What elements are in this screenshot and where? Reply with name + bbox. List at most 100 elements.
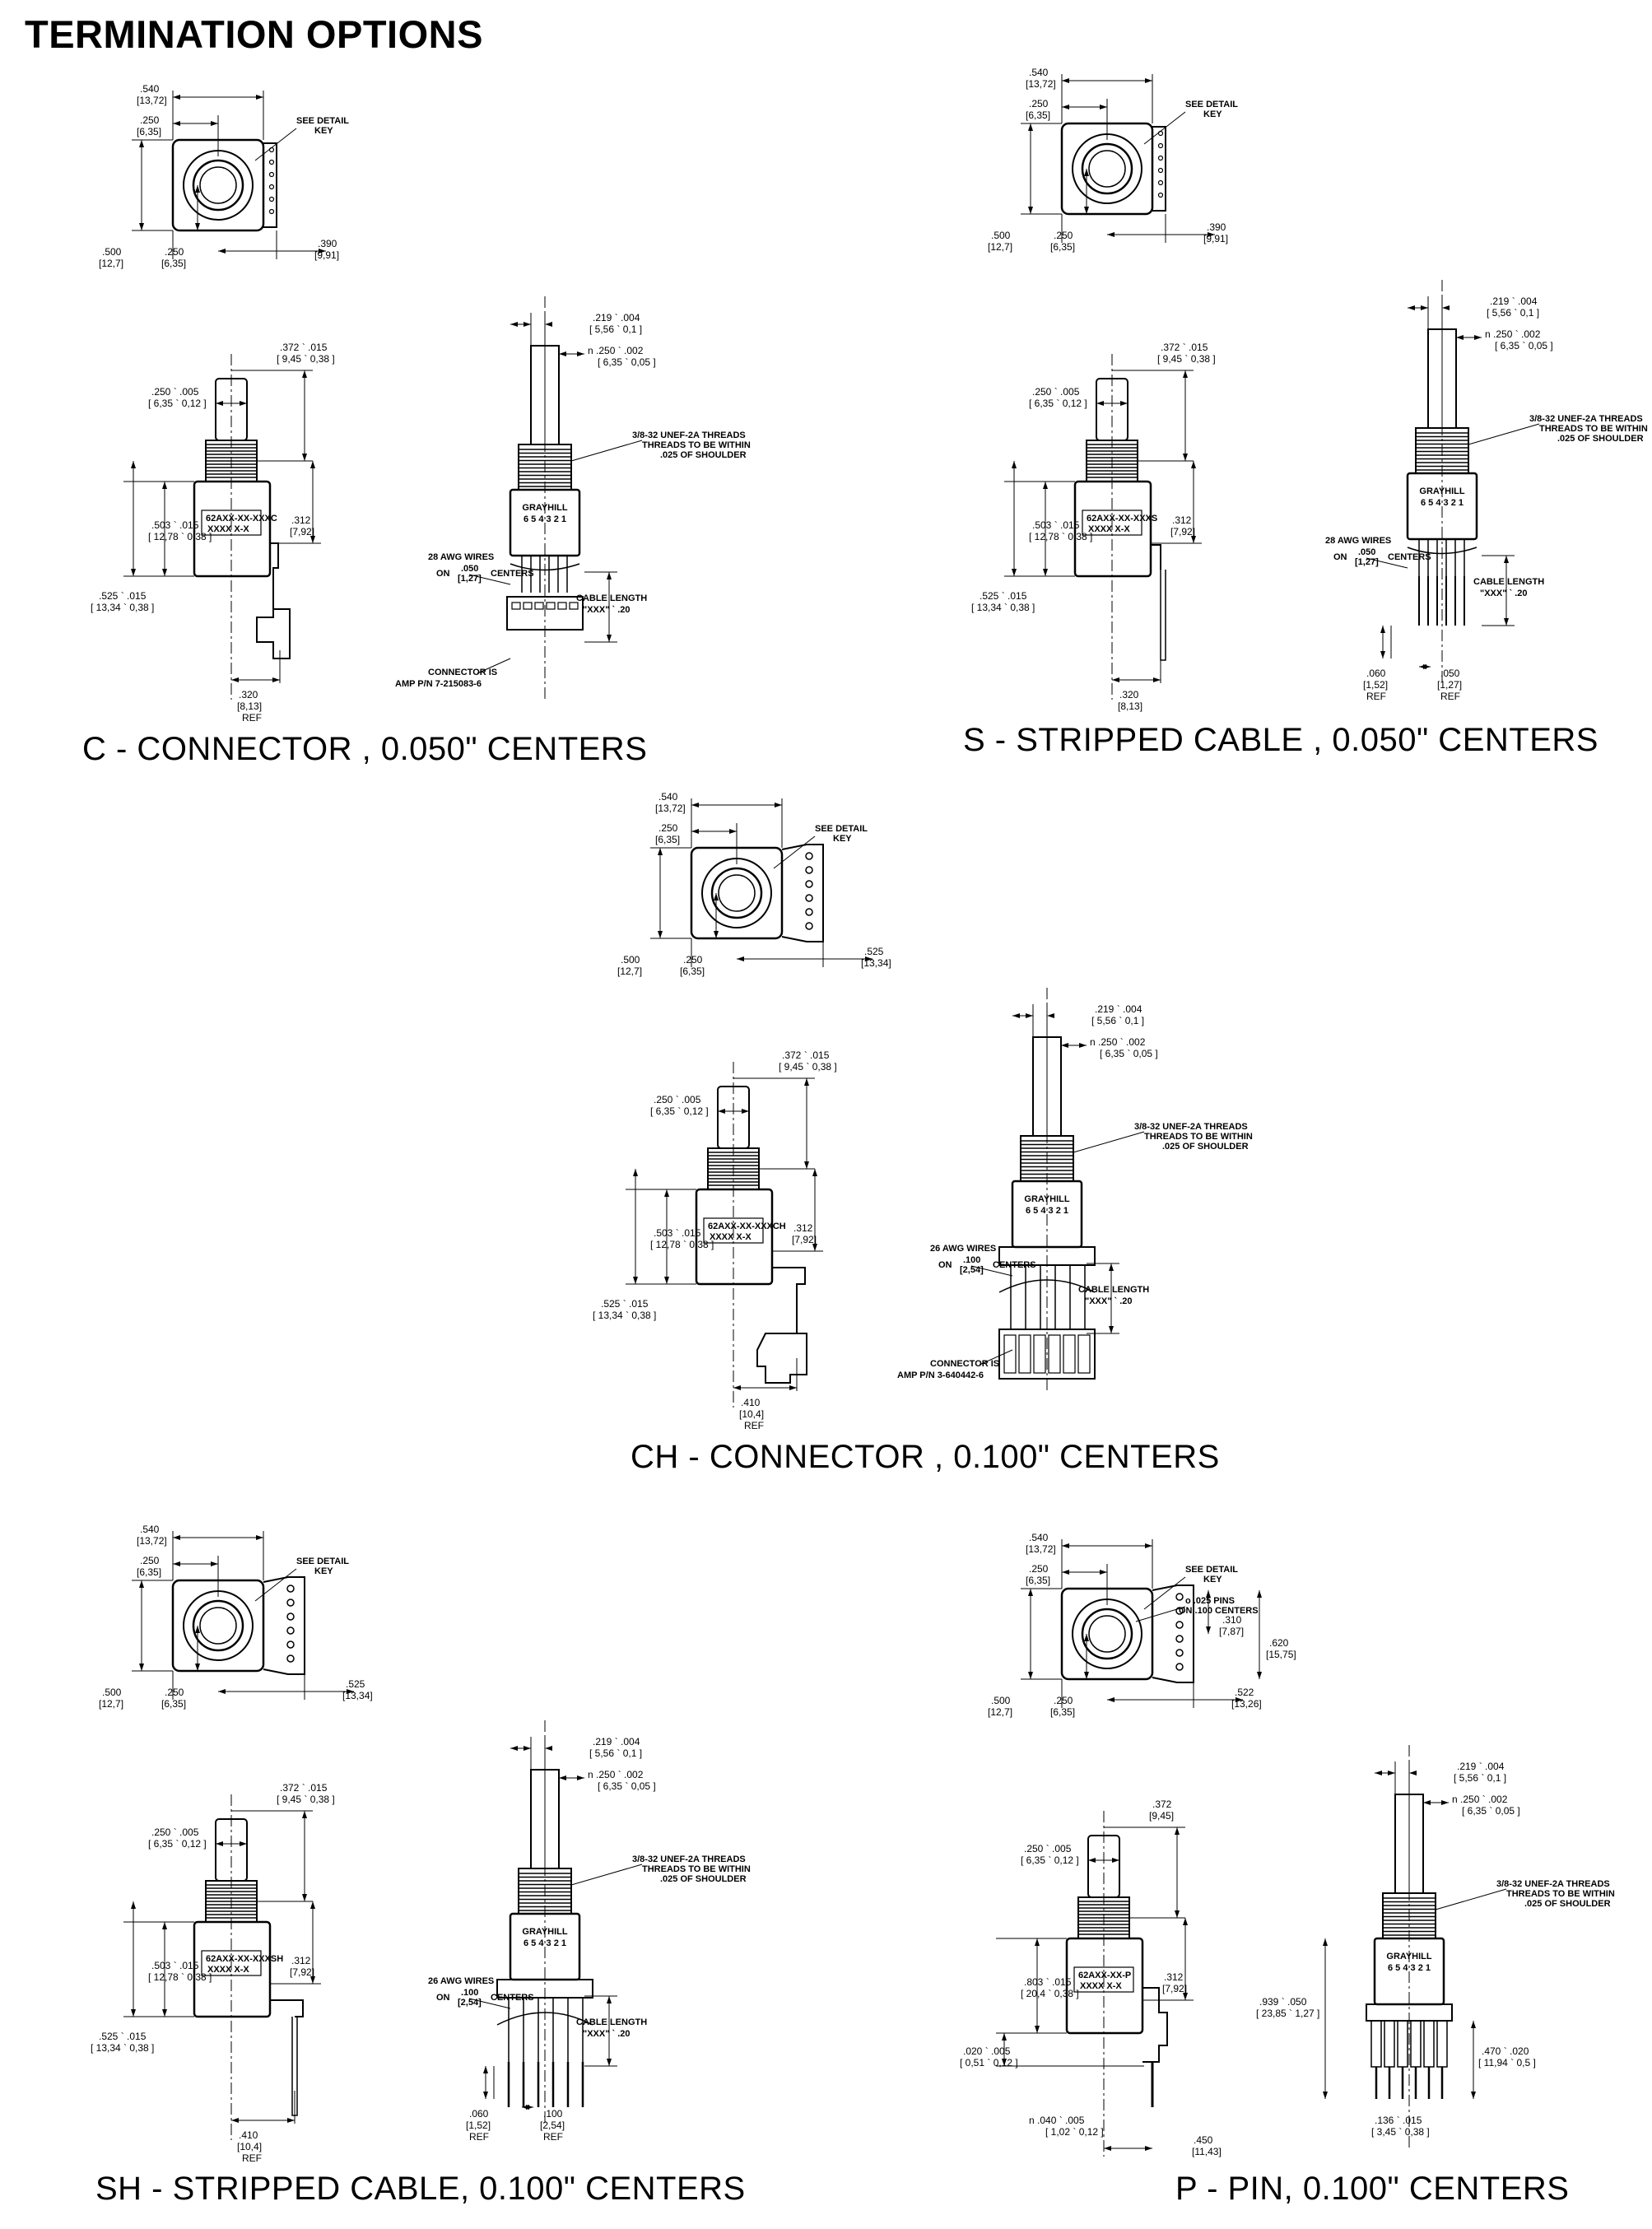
width-mm: [13,72] — [1026, 78, 1056, 90]
arrowhead — [195, 185, 200, 193]
arrowhead — [1084, 1672, 1089, 1679]
leader-line — [1435, 1888, 1507, 1910]
shaft-length-value: .372 ` .015 — [782, 1049, 830, 1061]
arrowhead — [1145, 78, 1152, 83]
strip-ref: REF — [469, 2131, 489, 2143]
pin-spacing-mm: [ 3,45 ` 0,38 ] — [1371, 2126, 1430, 2138]
pin-circle — [1175, 1621, 1184, 1629]
date-code-label: XXXX X-X — [710, 1232, 752, 1242]
height-mm: [12,7] — [99, 1698, 123, 1710]
shaft-circle — [192, 159, 244, 212]
arrowhead — [1028, 1672, 1033, 1679]
wires-note: 26 AWG WIRES — [930, 1244, 996, 1254]
arrowhead — [173, 121, 180, 126]
arrowhead — [1408, 305, 1415, 310]
connector-housing — [263, 142, 277, 228]
height-mm: [12,7] — [617, 966, 642, 977]
contact — [511, 602, 521, 610]
arrowhead — [545, 1746, 552, 1751]
arrowhead — [211, 1561, 218, 1566]
arrowhead — [302, 1894, 307, 1901]
cable-length-value: "XXX" ` .20 — [1085, 1296, 1133, 1306]
arrowhead — [272, 677, 280, 682]
terminal-offset-value: .410 — [741, 1397, 761, 1408]
wires-note: 26 AWG WIRES — [428, 1976, 494, 1986]
arrowhead — [729, 829, 737, 834]
contact — [1063, 1334, 1076, 1374]
arrowhead — [733, 1385, 741, 1390]
flat-mm: [ 5,56 ` 0,1 ] — [589, 1747, 642, 1759]
arrowhead — [633, 1169, 638, 1176]
thread-note: THREADS TO BE WITHIN — [642, 440, 751, 450]
on-note: ON — [436, 1993, 450, 2003]
date-code-label: XXXX X-X — [1080, 1981, 1122, 1991]
pin-height-value: .939 ` .050 — [1259, 1996, 1307, 2008]
thread-note: THREADS TO BE WITHIN — [1539, 424, 1648, 434]
arrowhead — [1441, 1800, 1449, 1805]
body-outline — [193, 1920, 272, 2018]
pin-numbers: 6 5 4 3 2 1 — [524, 514, 566, 524]
arrowhead — [310, 1976, 315, 1984]
pin-circle — [268, 171, 275, 178]
arrowhead — [510, 322, 518, 327]
arrowhead — [737, 956, 744, 961]
pin-height-mm: [ 23,85 ` 1,27 ] — [1256, 2008, 1319, 2019]
standoff-mm: [ 0,51 ` 0,12 ] — [960, 2057, 1018, 2068]
arrowhead — [1191, 461, 1196, 468]
arrowhead — [1047, 1013, 1054, 1018]
arrowhead — [1423, 664, 1431, 669]
pin-circle — [805, 908, 813, 916]
arrowhead — [1028, 207, 1033, 214]
overall-height-mm: [ 13,34 ` 0,38 ] — [593, 1310, 656, 1321]
terminal-offset-mm: [8,13] — [1118, 700, 1142, 712]
pin-circle — [1157, 155, 1164, 161]
arrowhead — [1175, 1910, 1180, 1918]
width-value: .540 — [1029, 67, 1049, 78]
strip-value: .060 — [469, 2108, 489, 2120]
centers-mm: [2,54] — [960, 1265, 984, 1275]
pin-offset-mm: [11,43] — [1192, 2146, 1222, 2157]
on-note: ON — [1333, 552, 1347, 562]
width-mm: [13,72] — [137, 95, 167, 106]
arrowhead — [714, 931, 719, 938]
body-height-mm: [ 12,78 ` 0,38 ] — [148, 1971, 212, 1983]
strip-mm: [1,52] — [466, 2120, 491, 2131]
arrowhead — [162, 2009, 167, 2017]
right-value: .525 — [346, 1678, 365, 1690]
arrowhead — [658, 931, 663, 938]
bushing-height-mm: [7,92] — [792, 1234, 817, 1245]
arrowhead — [1109, 1326, 1114, 1333]
pin-circle — [286, 1626, 295, 1635]
right-value: .522 — [1235, 1687, 1254, 1698]
shaft-dia-value: n .250 ` .002 — [588, 1769, 644, 1780]
arrowhead — [256, 95, 263, 100]
pin-circle — [268, 159, 275, 165]
arrowhead — [1375, 1771, 1382, 1775]
arrowhead — [173, 1535, 180, 1540]
shaft-length-mm: [ 9,45 ` 0,38 ] — [779, 1061, 837, 1073]
pin-circle — [805, 866, 813, 874]
right-value: .390 — [1207, 221, 1226, 233]
arrowhead — [231, 2118, 239, 2123]
flat-mm: [ 5,56 ` 0,1 ] — [1454, 1772, 1506, 1784]
terminal-offset-value: .320 — [1119, 689, 1139, 700]
right-value: .525 — [864, 946, 884, 957]
arrowhead — [1442, 305, 1450, 310]
pin-circle — [805, 894, 813, 902]
center-value: .250 — [1029, 1563, 1049, 1575]
arrowhead — [812, 1244, 817, 1251]
pin-circle — [286, 1584, 295, 1593]
arrowhead — [1062, 78, 1069, 83]
pin-body-mm: [ 11,94 ` 0,5 ] — [1478, 2057, 1536, 2068]
height-mm: [12,7] — [99, 258, 123, 269]
top-view-CH: .540[13,72].250[6,35].500[12,7].250[6,35… — [617, 791, 891, 977]
center-mm: [6,35] — [1026, 1575, 1050, 1586]
arrowhead — [310, 1901, 315, 1909]
shaft-circle — [1081, 1608, 1133, 1660]
leader-line — [1143, 1576, 1186, 1610]
shaft-dia-value: .250 ` .005 — [654, 1094, 701, 1105]
arrowhead — [691, 803, 699, 807]
